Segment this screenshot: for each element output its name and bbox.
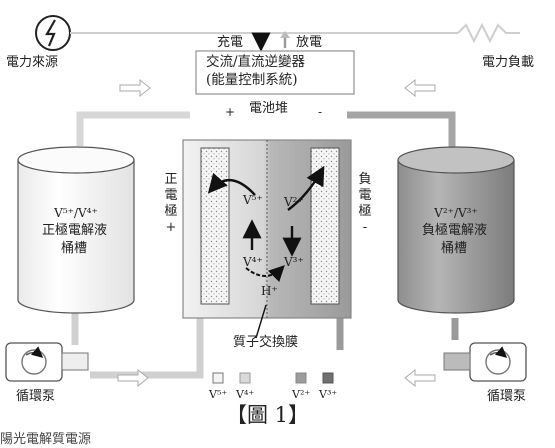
ion-h: H⁺ — [261, 284, 278, 298]
inverter-line2: (能量控制系統) — [206, 72, 298, 88]
positive-electrode-label: 正電極+ — [164, 172, 178, 235]
negative-tank-ions: V²⁺/V³⁺ — [434, 206, 478, 220]
positive-electrode — [200, 147, 230, 305]
flow-arrow-out — [404, 78, 436, 98]
bottom-arrow-left — [117, 368, 149, 388]
minus-sign: - — [318, 105, 323, 119]
right-top-pipe — [347, 111, 456, 150]
legend-label-v3: V³⁺ — [319, 388, 338, 401]
legend-swatch-v5 — [212, 372, 224, 384]
membrane-pointer — [255, 304, 267, 339]
positive-tank — [17, 146, 135, 314]
legend-label-v4: V⁴⁺ — [236, 388, 255, 401]
ion-v4: V⁴⁺ — [243, 255, 263, 269]
pump-left-label: 循環泵 — [16, 389, 56, 404]
left-top-pipe — [76, 111, 190, 146]
right-bottom-pipe — [336, 318, 459, 350]
legend-swatch-v2 — [295, 372, 307, 384]
legend-swatch-v4 — [239, 372, 251, 384]
positive-tank-line2: 桶槽 — [61, 241, 88, 256]
legend-swatch-v3 — [322, 372, 334, 384]
inverter-box — [195, 50, 355, 95]
negative-tank — [397, 146, 515, 314]
negative-tank-line1: 負極電解液 — [422, 223, 488, 238]
legend-label-v2: V²⁺ — [292, 388, 311, 401]
negative-tank-line2: 桶槽 — [441, 241, 468, 256]
charge-label: 充電 — [217, 35, 244, 50]
reaction-arrow-v5 — [207, 172, 256, 196]
membrane-label: 質子交換膜 — [233, 335, 299, 350]
pump-right-icon — [443, 342, 527, 382]
discharge-label: 放電 — [296, 35, 323, 50]
positive-tank-ions: V⁵⁺/V⁴⁺ — [54, 206, 98, 220]
resistor-icon — [457, 22, 520, 44]
plus-sign: + — [225, 105, 236, 119]
bottom-arrow-right — [404, 368, 436, 388]
pump-left-icon — [5, 342, 89, 382]
ion-v3: V³⁺ — [284, 255, 304, 269]
figure-caption: 【圖 1】 — [226, 403, 310, 427]
ion-v5: V⁵⁺ — [243, 193, 263, 207]
pump-right-label: 循環泵 — [487, 389, 527, 404]
reaction-arrow-v2 — [287, 165, 325, 211]
inverter-line1: 交流/直流逆變器 — [206, 54, 306, 70]
stack-label: 電池堆 — [249, 101, 289, 116]
positive-tank-line1: 正極電解液 — [42, 223, 108, 238]
flow-arrow-in — [119, 78, 151, 98]
lightning-bolt-icon — [45, 19, 56, 47]
power-source-label: 電力來源 — [6, 55, 59, 70]
negative-electrode — [310, 147, 340, 305]
bottom-text: 陽光電解質電源 — [0, 432, 92, 447]
proton-arrow — [245, 265, 285, 283]
negative-electrode-label: 負電極- — [358, 172, 372, 235]
ion-v2: V²⁺ — [284, 195, 304, 209]
power-load-label: 電力負載 — [482, 55, 535, 70]
legend-label-v5: V⁵⁺ — [209, 388, 228, 401]
